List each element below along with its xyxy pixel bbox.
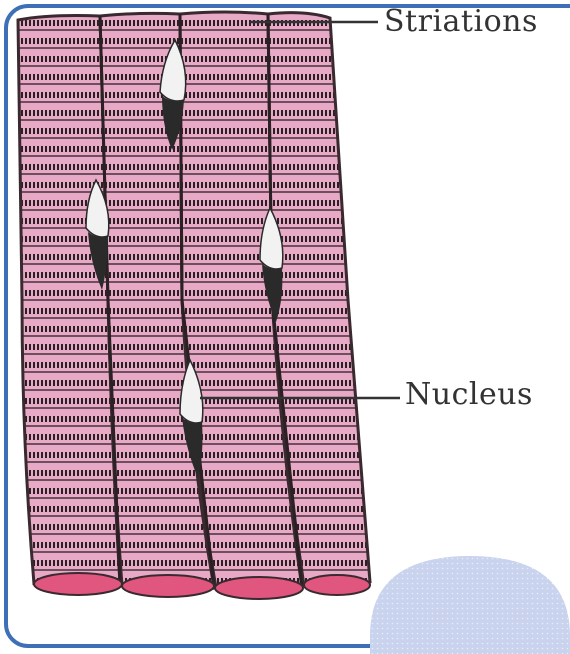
- label-striations: Striations: [384, 4, 538, 39]
- rounded-frame-border: [4, 4, 570, 648]
- decorative-corner-blob: [370, 556, 570, 654]
- label-nucleus: Nucleus: [405, 377, 533, 412]
